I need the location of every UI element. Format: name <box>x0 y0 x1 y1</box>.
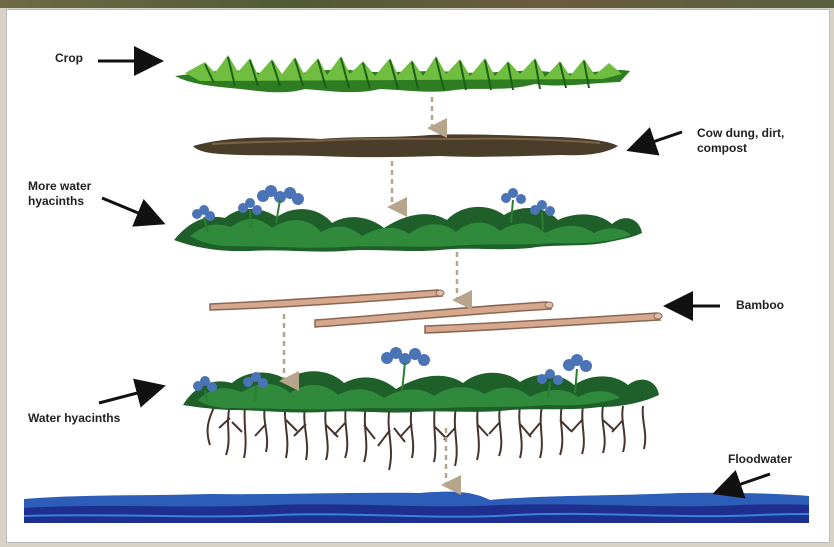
floodwater-label: Floodwater <box>728 452 792 467</box>
crop-layer <box>175 55 630 92</box>
bamboo-label: Bamboo <box>736 298 784 313</box>
floodwater-layer <box>24 492 809 523</box>
more-water-hyacinths-label: More water hyacinths <box>28 179 91 209</box>
cow-dung-label: Cow dung, dirt, compost <box>697 126 784 156</box>
cow-dung-layer <box>193 134 618 157</box>
upper-water-hyacinth-layer <box>174 185 642 252</box>
water-hyacinths-label: Water hyacinths <box>28 411 120 426</box>
lower-water-hyacinth-layer <box>183 347 659 470</box>
crop-label: Crop <box>55 51 83 66</box>
bamboo-layer <box>210 290 662 333</box>
